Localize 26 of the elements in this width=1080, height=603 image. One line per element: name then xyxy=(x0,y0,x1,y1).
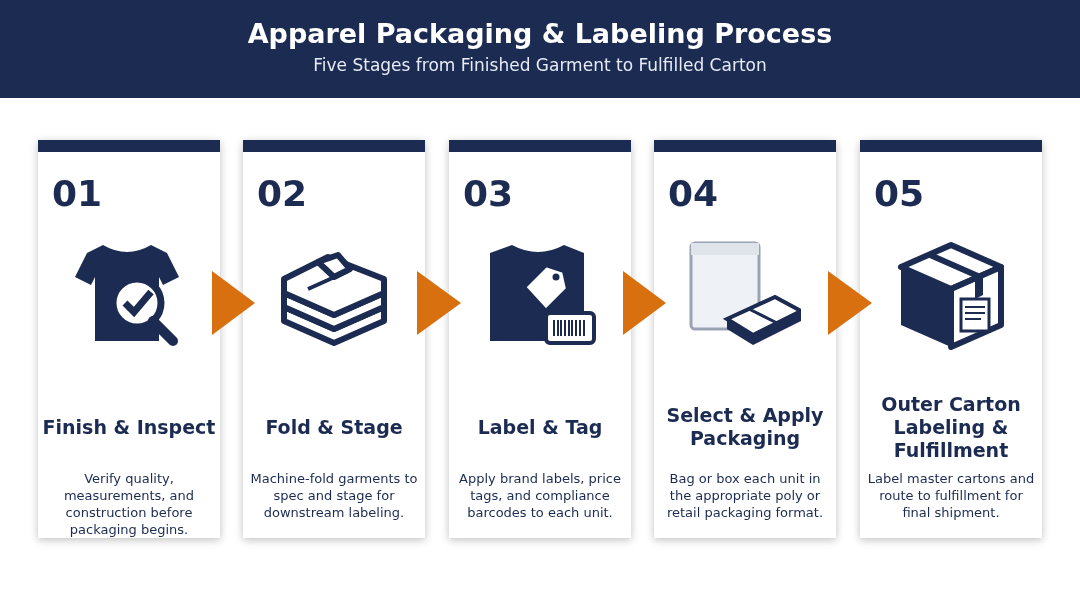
step-title: Select & Apply Packaging xyxy=(665,404,825,450)
step-description: Label master cartons and route to fulfillment for final shipment. xyxy=(866,470,1036,521)
step-description: Apply brand labels, price tags, and compliance barcodes to each unit. xyxy=(458,470,622,521)
step-number: 02 xyxy=(257,176,308,212)
step-card xyxy=(860,140,1042,538)
subtitle: Five Stages from Finished Garment to Fulfilled Carton xyxy=(312,55,768,75)
step-description: Verify quality, measurements, and construction before packaging begins. xyxy=(62,470,196,538)
step-description: Bag or box each unit in the appropriate poly or retail packaging format. xyxy=(665,470,825,521)
step-number: 03 xyxy=(463,176,514,212)
step-card xyxy=(38,140,220,538)
step-description: Machine-fold garments to spec and stage for downstream labeling. xyxy=(249,470,419,521)
step-number: 04 xyxy=(668,176,719,212)
arrow xyxy=(623,271,666,335)
arrow xyxy=(828,271,872,335)
step-title: Outer Carton Labeling & Fulfillment xyxy=(880,392,1022,462)
step-title: Fold & Stage xyxy=(265,415,403,439)
step-card xyxy=(243,140,425,538)
step-title: Label & Tag xyxy=(477,415,603,439)
step-title: Finish & Inspect xyxy=(42,415,216,439)
step-number: 05 xyxy=(874,176,925,212)
step-number: 01 xyxy=(52,176,103,212)
step-card xyxy=(449,140,631,538)
arrow xyxy=(417,271,461,335)
title: Apparel Packaging & Labeling Process xyxy=(246,18,834,49)
step-card xyxy=(654,140,836,538)
arrow xyxy=(212,271,255,335)
